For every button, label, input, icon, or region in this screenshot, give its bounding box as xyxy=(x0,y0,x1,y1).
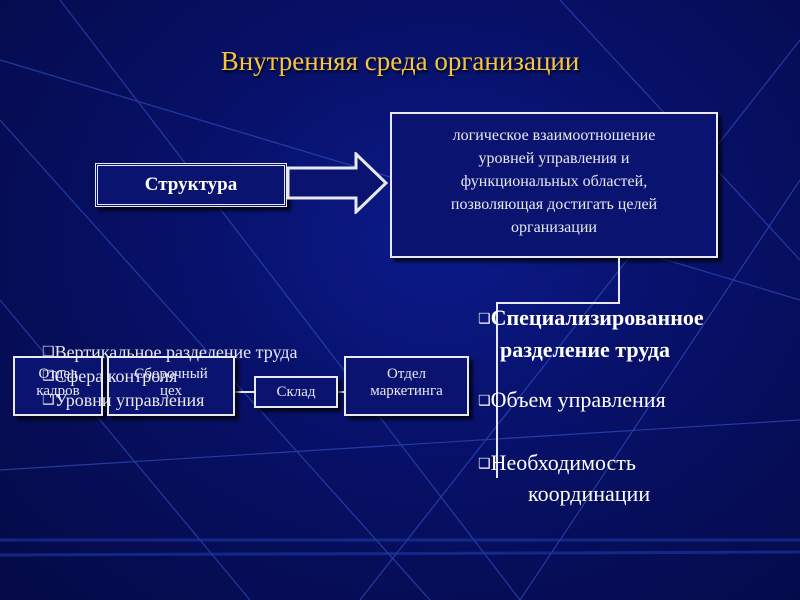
list-item: ❑Сфера контроля xyxy=(42,366,178,386)
list-item: ❑Уровни управления xyxy=(42,390,205,410)
org-box-label: Отдел xyxy=(38,366,78,382)
box-connector xyxy=(235,391,255,393)
bracket-line xyxy=(496,302,498,478)
org-box-label: кадров xyxy=(36,383,80,399)
connector-line xyxy=(496,302,620,304)
definition-line: логическое взаимоотношение xyxy=(452,127,656,144)
checkbox-bullet-icon: ❑ xyxy=(42,344,55,360)
definition-line: позволяющая достигать целей xyxy=(450,196,658,213)
org-box-label: маркетинга xyxy=(370,383,443,399)
page-title: Внутренняя среда организации xyxy=(220,46,580,76)
definition-line: функциональных областей, xyxy=(460,173,648,190)
checkbox-bullet-icon: ❑ xyxy=(478,456,491,472)
org-box-assembly: Сборочный цех xyxy=(107,356,235,416)
arrow-right-icon xyxy=(286,152,389,214)
org-box-hr: Отдел кадров xyxy=(13,356,103,416)
structure-box: Структура xyxy=(95,163,287,207)
connector-line xyxy=(618,258,620,304)
checkbox-bullet-icon: ❑ xyxy=(478,311,491,327)
list-item: ❑Необходимость xyxy=(478,450,636,475)
org-box-warehouse: Склад xyxy=(254,376,338,408)
checkbox-bullet-icon: ❑ xyxy=(42,368,55,384)
definition-box: логическое взаимоотношение уровней управ… xyxy=(390,112,718,258)
definition-line: уровней управления и xyxy=(478,150,630,167)
list-item-continuation: разделение труда xyxy=(500,337,671,362)
checkbox-bullet-icon: ❑ xyxy=(478,393,491,409)
definition-line: организации xyxy=(511,219,597,236)
list-item: ❑Объем управления xyxy=(478,387,666,412)
org-box-marketing: Отдел маркетинга xyxy=(344,356,469,416)
list-item: ❑Специализированное xyxy=(478,305,704,330)
org-box-label: Отдел xyxy=(387,366,426,382)
org-box-label: Сборочный xyxy=(134,366,208,382)
list-item: ❑Вертикальное разделение труда xyxy=(42,342,298,362)
org-box-label: Склад xyxy=(276,384,316,400)
list-item-continuation: координации xyxy=(528,481,651,506)
checkbox-bullet-icon: ❑ xyxy=(42,392,55,408)
box-connector xyxy=(338,391,345,393)
org-box-label: цех xyxy=(160,383,182,399)
left-bullet-list: ❑Вертикальное разделение труда ❑Сфера ко… xyxy=(42,340,297,412)
